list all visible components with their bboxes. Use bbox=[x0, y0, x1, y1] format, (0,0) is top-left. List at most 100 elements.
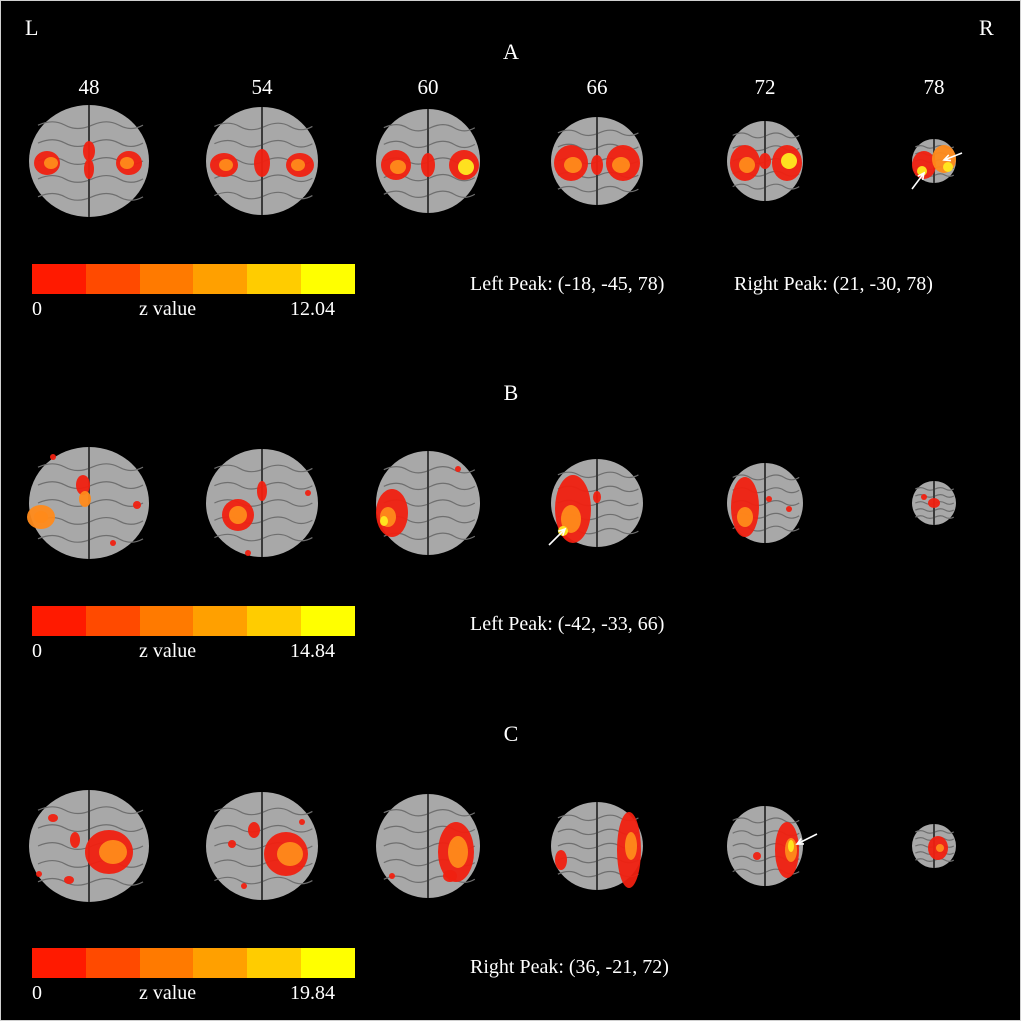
activation-blob bbox=[458, 159, 474, 175]
colorbar-segment bbox=[247, 948, 302, 978]
colorbar-segment bbox=[247, 264, 302, 294]
activation-blob bbox=[64, 876, 74, 884]
activation-blob bbox=[555, 850, 567, 870]
colorbar-segment bbox=[193, 606, 248, 636]
panel-a-colorbar-max: 12.04 bbox=[290, 298, 335, 320]
panel-b-colorbar-label: z value bbox=[139, 640, 197, 662]
colorbar-segment bbox=[139, 948, 194, 978]
gyrus-line bbox=[915, 515, 955, 519]
panel-c-label: C bbox=[503, 721, 519, 746]
brain-slice bbox=[206, 792, 318, 900]
left-hemisphere-label: L bbox=[25, 15, 39, 40]
panel-a-colorbar-label: z value bbox=[139, 298, 197, 320]
activation-blob bbox=[257, 481, 267, 501]
gyrus-line bbox=[732, 132, 800, 139]
peak-arrow-head bbox=[942, 154, 952, 162]
slice-label-60: 60 bbox=[417, 75, 439, 99]
colorbar-segment bbox=[32, 264, 86, 294]
gyrus-line bbox=[214, 464, 313, 473]
colorbar-segment bbox=[301, 264, 355, 294]
peak-arrow-head bbox=[917, 171, 926, 181]
panel-c-right-peak: Right Peak: (36, -21, 72) bbox=[470, 956, 669, 978]
panel-c-colorbar bbox=[32, 948, 355, 978]
brain-slice bbox=[551, 802, 643, 890]
peak-arrow bbox=[911, 172, 925, 190]
activation-blob bbox=[448, 836, 468, 868]
activation-blob bbox=[564, 157, 582, 173]
gyrus-line bbox=[383, 482, 476, 491]
gyrus-line bbox=[37, 192, 144, 201]
gyrus-line bbox=[732, 183, 800, 190]
gyrus-line bbox=[37, 481, 144, 490]
slice-label-72: 72 bbox=[754, 75, 776, 99]
brain-slice bbox=[727, 463, 803, 543]
activation-blob bbox=[228, 840, 236, 848]
colorbar-segment bbox=[301, 606, 355, 636]
activation-blob bbox=[943, 162, 953, 172]
gyrus-line bbox=[383, 466, 476, 474]
activation-blob bbox=[50, 454, 56, 460]
activation-blob bbox=[928, 498, 940, 508]
brain-slice bbox=[376, 794, 480, 898]
brain-slice bbox=[551, 117, 643, 205]
panel-a-right-peak: Right Peak: (21, -30, 78) bbox=[734, 273, 933, 295]
gyrus-line bbox=[915, 508, 955, 512]
activation-blob bbox=[219, 159, 233, 171]
colorbar-segment bbox=[139, 606, 194, 636]
gyrus-line bbox=[557, 471, 639, 479]
gyrus-line bbox=[383, 875, 476, 883]
activation-blob bbox=[248, 822, 260, 838]
gyrus-line bbox=[383, 532, 476, 540]
brain-slice bbox=[727, 806, 818, 886]
gyrus-line bbox=[915, 830, 955, 834]
panel-a-colorbar bbox=[32, 264, 355, 294]
activation-blob bbox=[120, 157, 134, 169]
gyrus-line bbox=[383, 809, 476, 817]
colorbar-segment bbox=[85, 606, 140, 636]
panel-b-left-peak: Left Peak: (-42, -33, 66) bbox=[470, 613, 665, 635]
activation-blob bbox=[443, 870, 457, 882]
activation-blob bbox=[110, 540, 116, 546]
gyrus-line bbox=[214, 122, 313, 131]
activation-blob bbox=[739, 157, 755, 173]
activation-blob bbox=[76, 475, 90, 495]
slice-label-54: 54 bbox=[251, 75, 273, 99]
colorbar-segment bbox=[32, 606, 86, 636]
colorbar-segment bbox=[193, 948, 248, 978]
panel-c-colorbar-min: 0 bbox=[32, 982, 42, 1004]
panel-c-colorbar-label: z value bbox=[139, 982, 197, 1004]
gyrus-line bbox=[37, 463, 144, 472]
brain-slice bbox=[206, 449, 318, 557]
activation-blob bbox=[48, 814, 58, 822]
gyrus-line bbox=[214, 807, 313, 816]
gyrus-line bbox=[37, 877, 144, 886]
peak-arrow-head bbox=[558, 527, 567, 536]
gyrus-line bbox=[214, 876, 313, 885]
gyrus-line bbox=[557, 129, 639, 137]
gyrus-line bbox=[915, 487, 955, 491]
panel-a-left-peak: Left Peak: (-18, -45, 78) bbox=[470, 273, 665, 295]
gyrus-line bbox=[37, 499, 144, 507]
activation-blob bbox=[766, 496, 772, 502]
colorbar-segment bbox=[139, 264, 194, 294]
gyrus-line bbox=[37, 121, 144, 130]
gyrus-line bbox=[37, 806, 144, 815]
panel-b-colorbar bbox=[32, 606, 355, 636]
activation-blob bbox=[305, 490, 311, 496]
activation-blob bbox=[921, 494, 927, 500]
activation-blob bbox=[591, 155, 603, 175]
brain-slice bbox=[548, 459, 643, 547]
colorbar-segment bbox=[301, 948, 355, 978]
activation-blob bbox=[786, 506, 792, 512]
brain-slice bbox=[912, 481, 956, 525]
slice-label-48: 48 bbox=[78, 75, 100, 99]
activation-blob bbox=[561, 505, 581, 533]
brain-slice bbox=[29, 105, 149, 217]
activation-blob bbox=[421, 153, 435, 177]
activation-blob bbox=[781, 153, 797, 169]
gyrus-line bbox=[37, 174, 144, 183]
slice-label-66: 66 bbox=[586, 75, 608, 99]
gyrus-line bbox=[915, 858, 955, 862]
activation-blob bbox=[229, 506, 247, 524]
activation-blob bbox=[36, 871, 42, 877]
